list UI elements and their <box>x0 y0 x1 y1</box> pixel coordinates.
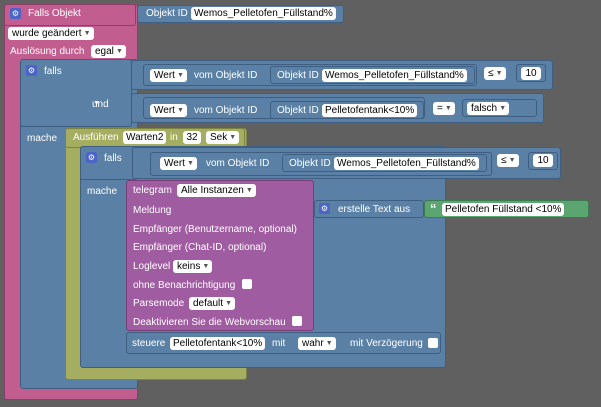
telegram-label: telegram <box>133 185 172 196</box>
dropdown-arrow-icon: ▼ <box>444 105 452 112</box>
telegram-disable-preview-checkbox[interactable] <box>292 316 302 326</box>
telegram-recipient-chat-label: Empfänger (Chat-ID, optional) <box>133 242 267 253</box>
timeout-unit-dropdown[interactable]: Sek▼ <box>206 131 240 144</box>
telegram-message-label: Meldung <box>133 205 172 216</box>
gear-icon[interactable]: ⚙ <box>10 8 21 19</box>
trigger-by-dropdown-label: egal <box>95 46 114 57</box>
timeout-name-field[interactable]: Warten2 <box>123 131 167 144</box>
cond2-object-field[interactable]: Pelletofentank<10% <box>322 104 418 117</box>
telegram-parsemode-label: Parsemode <box>133 298 185 309</box>
telegram-loglevel-dropdown[interactable]: keins▼ <box>173 260 213 273</box>
dropdown-arrow-icon: ▼ <box>177 72 184 79</box>
inner-cond-wert-label: Wert <box>164 158 185 169</box>
cond2-bool-label: falsch <box>471 103 498 114</box>
cond2-bool-dropdown[interactable]: falsch▼ <box>467 102 510 115</box>
and-dropdown[interactable]: ▼ <box>87 97 103 110</box>
outer-if-label: falls <box>44 66 62 77</box>
dropdown-arrow-icon: ▼ <box>245 187 253 194</box>
dropdown-arrow-icon: ▼ <box>93 100 100 107</box>
inner-cond-wert-dropdown[interactable]: Wert▼ <box>160 157 197 170</box>
inner-cond-number-field[interactable]: 10 <box>533 154 553 167</box>
control-with-label: mit <box>272 338 286 349</box>
control-value-dropdown[interactable]: wahr▼ <box>298 337 336 350</box>
changed-dropdown-label: wurde geändert <box>12 28 82 39</box>
inner-cond-operator-label: ≤ <box>501 155 507 166</box>
inner-do-label: mache <box>87 186 118 197</box>
dropdown-arrow-icon: ▼ <box>177 107 184 114</box>
timeout-in-label: in <box>170 132 178 143</box>
cond2-wert-dropdown[interactable]: Wert▼ <box>150 104 187 117</box>
dropdown-arrow-icon: ▼ <box>202 263 210 270</box>
telegram-silent-checkbox[interactable] <box>242 279 252 289</box>
dropdown-arrow-icon: ▼ <box>495 70 503 77</box>
trigger-title: Falls Objekt <box>28 8 81 19</box>
cond2-vom-label: vom Objekt ID <box>194 105 258 116</box>
text-create-block[interactable] <box>314 200 424 218</box>
dropdown-arrow-icon: ▼ <box>229 134 237 141</box>
dropdown-arrow-icon: ▼ <box>225 300 233 307</box>
cond2-wert-label: Wert <box>154 105 175 116</box>
inner-cond-object-field[interactable]: Wemos_Pelletofen_Füllstand% <box>334 157 479 170</box>
trigger-by-label: Auslösung durch <box>10 46 85 57</box>
outer-do-label: mache <box>27 133 58 144</box>
dropdown-arrow-icon: ▼ <box>83 30 91 37</box>
gear-icon[interactable]: ⚙ <box>26 65 37 76</box>
control-delay-checkbox[interactable] <box>428 338 438 348</box>
telegram-loglevel-value: keins <box>177 261 201 272</box>
cond1-vom-label: vom Objekt ID <box>194 70 258 81</box>
cond1-object-label: Objekt ID <box>277 70 319 81</box>
inner-cond-object-label: Objekt ID <box>289 158 331 169</box>
telegram-parsemode-dropdown[interactable]: default▼ <box>189 297 236 310</box>
cond1-wert-label: Wert <box>154 70 175 81</box>
telegram-loglevel-label: Loglevel <box>133 261 171 272</box>
telegram-silent-label: ohne Benachrichtigung <box>133 280 236 291</box>
inner-cond-operator-dropdown[interactable]: ≤▼ <box>497 154 519 167</box>
telegram-recipient-name-label: Empfänger (Benutzername, optional) <box>133 224 297 235</box>
cond2-object-label: Objekt ID <box>277 105 319 116</box>
cond2-operator-label: = <box>437 103 443 114</box>
telegram-parsemode-value: default <box>193 298 224 309</box>
object-id-label: Objekt ID <box>146 8 188 19</box>
outer-and-label: und <box>92 99 109 110</box>
control-delay-label: mit Verzögerung <box>350 338 423 349</box>
dropdown-arrow-icon: ▼ <box>508 157 516 164</box>
object-id-field[interactable]: Wemos_Pelletofen_Füllstand% <box>191 7 336 20</box>
dropdown-arrow-icon: ▼ <box>499 105 507 112</box>
text-create-label: erstelle Text aus <box>338 204 411 215</box>
changed-dropdown[interactable]: wurde geändert▼ <box>8 27 94 40</box>
control-object-field[interactable]: Pelletofentank<10% <box>170 337 266 350</box>
trigger-header[interactable] <box>4 4 136 26</box>
gear-icon[interactable]: ⚙ <box>319 203 330 214</box>
telegram-instance-label: Alle Instanzen <box>181 185 244 196</box>
control-label: steuere <box>132 338 166 349</box>
dropdown-arrow-icon: ▼ <box>115 48 123 55</box>
cond1-operator-label: ≤ <box>488 68 494 79</box>
cond1-number-field[interactable]: 10 <box>521 67 541 80</box>
timeout-unit-label: Sek <box>210 132 228 143</box>
cond1-operator-dropdown[interactable]: ≤▼ <box>484 67 506 80</box>
inner-if-label: falls <box>104 153 122 164</box>
timeout-label: Ausführen <box>73 132 119 143</box>
open-quote-icon: “ <box>430 201 437 216</box>
dropdown-arrow-icon: ▼ <box>187 160 194 167</box>
telegram-instance-dropdown[interactable]: Alle Instanzen▼ <box>177 184 256 197</box>
control-value-label: wahr <box>302 338 324 349</box>
inner-cond-vom-label: vom Objekt ID <box>206 158 270 169</box>
timeout-value-field[interactable]: 32 <box>183 131 201 144</box>
cond1-wert-dropdown[interactable]: Wert▼ <box>150 69 187 82</box>
gear-icon[interactable]: ⚙ <box>86 152 97 163</box>
cond1-object-field[interactable]: Wemos_Pelletofen_Füllstand% <box>322 69 467 82</box>
telegram-disable-preview-label: Deaktivieren Sie die Webvorschau <box>133 317 286 328</box>
trigger-by-dropdown[interactable]: egal▼ <box>91 45 126 58</box>
text-literal-field[interactable]: Pelletofen Füllstand <10% <box>442 203 565 216</box>
cond2-operator-dropdown[interactable]: =▼ <box>433 102 455 115</box>
dropdown-arrow-icon: ▼ <box>325 340 333 347</box>
